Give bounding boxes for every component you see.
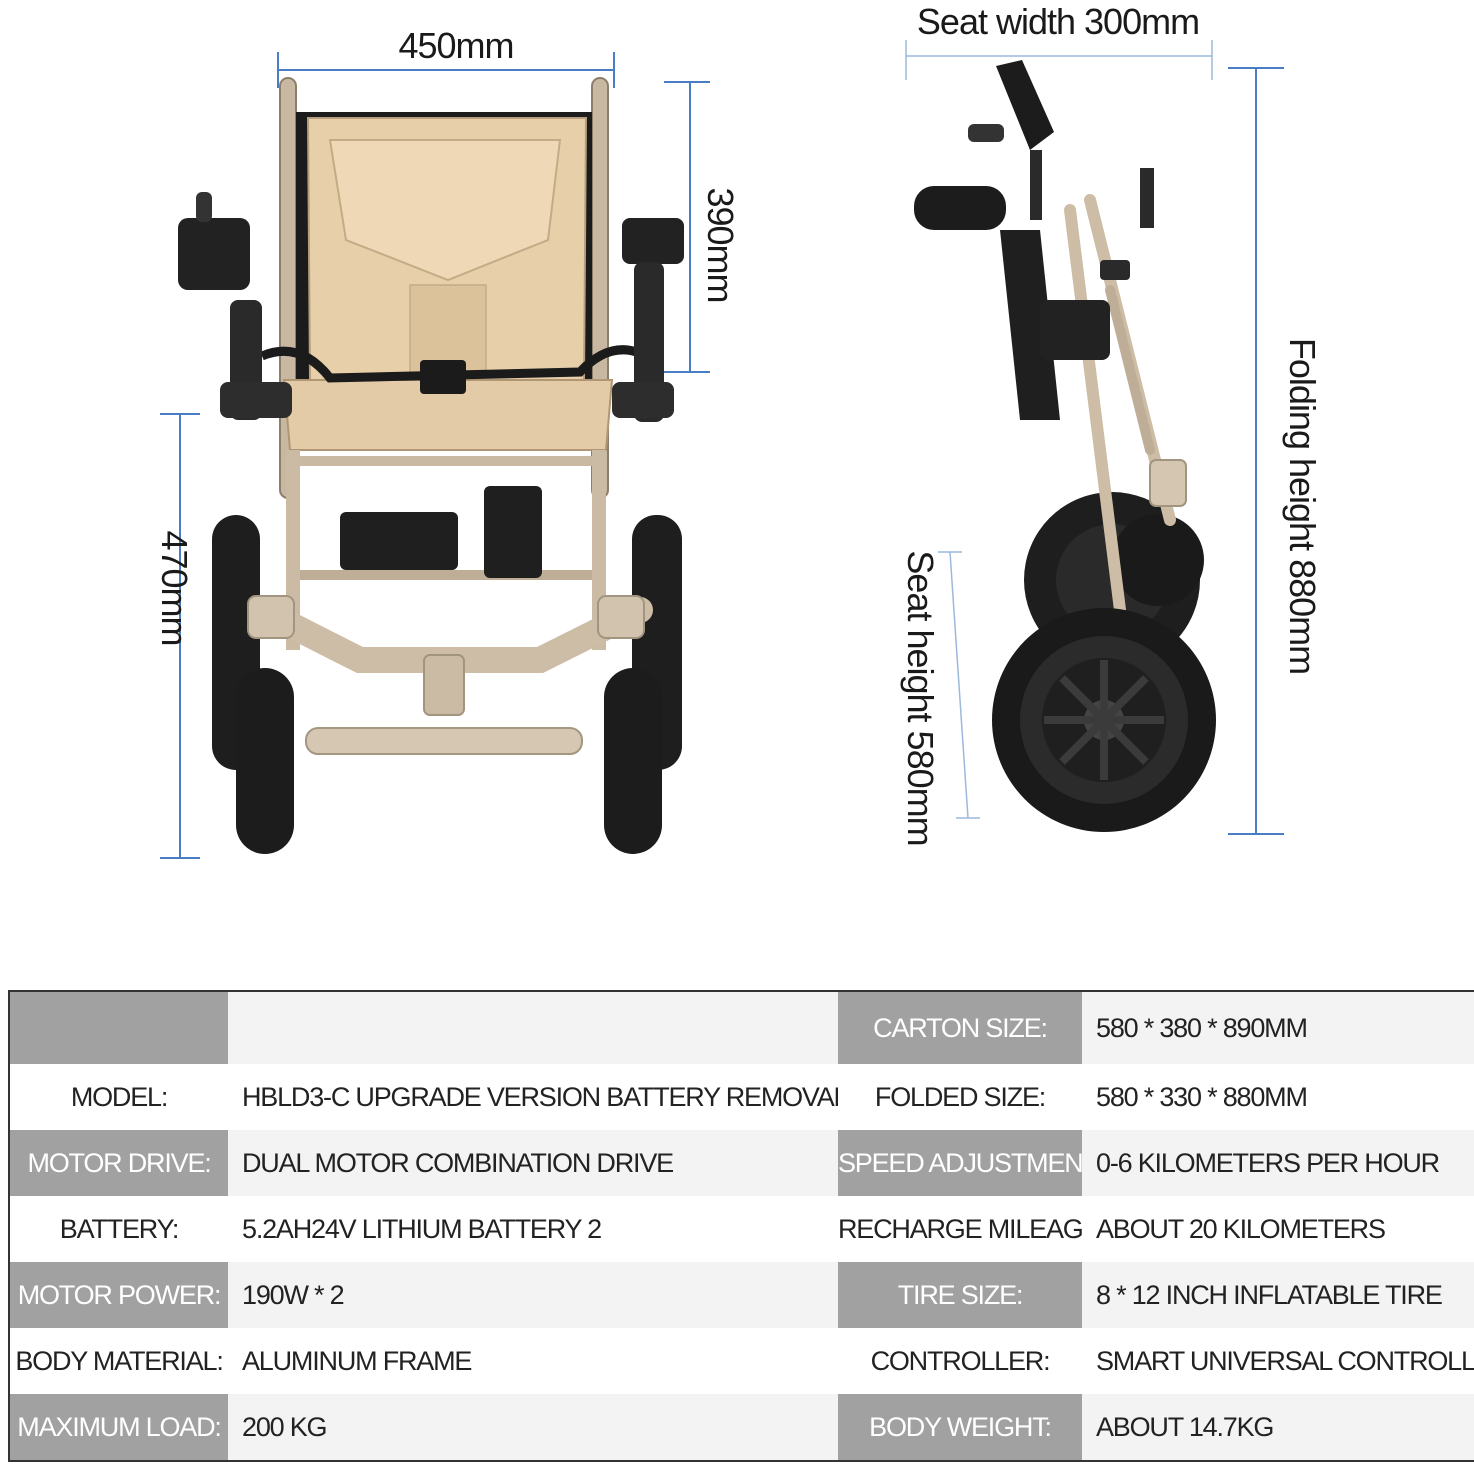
dim-back-height: 390mm [700, 187, 741, 302]
dimension-470mm: 470mm [154, 413, 200, 859]
dimension-seat-height: Seat height 580mm [900, 550, 980, 846]
spec-value: 0-6 KILOMETERS PER HOUR [1082, 1130, 1474, 1196]
spec-value: 580 * 330 * 880MM [1082, 1064, 1474, 1130]
spec-label: BATTERY: [9, 1196, 228, 1262]
spec-label: MOTOR POWER: [9, 1262, 228, 1328]
spec-value: 200 KG [228, 1394, 838, 1461]
dimension-folding-height: Folding height 880mm [1228, 67, 1323, 835]
spec-row: MODEL: HBLD3-C UPGRADE VERSION BATTERY R… [9, 1064, 1474, 1130]
spec-label: SPEED ADJUSTMENT: [838, 1130, 1082, 1196]
spec-label: RECHARGE MILEAGE: [838, 1196, 1082, 1262]
spec-label: FOLDED SIZE: [838, 1064, 1082, 1130]
spec-table: CARTON SIZE: 580 * 380 * 890MM MODEL: HB… [8, 990, 1474, 1462]
spec-label: BODY MATERIAL: [9, 1328, 228, 1394]
wheelchair-folded-side-view [914, 60, 1216, 832]
spec-label: CONTROLLER: [838, 1328, 1082, 1394]
dim-seat-width: Seat width 300mm [917, 1, 1199, 42]
dim-front-width: 450mm [398, 25, 513, 66]
dim-folding-height: Folding height 880mm [1282, 338, 1323, 674]
spec-label: MOTOR DRIVE: [9, 1130, 228, 1196]
spec-row: CARTON SIZE: 580 * 380 * 890MM [9, 991, 1474, 1064]
spec-label: BODY WEIGHT: [838, 1394, 1082, 1461]
spec-row: MAXIMUM LOAD: 200 KG BODY WEIGHT: ABOUT … [9, 1394, 1474, 1461]
dimension-390mm: 390mm [664, 81, 741, 373]
spec-row: BODY MATERIAL: ALUMINUM FRAME CONTROLLER… [9, 1328, 1474, 1394]
spec-value: HBLD3-C UPGRADE VERSION BATTERY REMOVABL… [228, 1064, 838, 1130]
dimension-seat-width: Seat width 300mm [905, 1, 1213, 80]
spec-value [228, 991, 838, 1064]
spec-label [9, 991, 228, 1064]
spec-label: MAXIMUM LOAD: [9, 1394, 228, 1461]
spec-row: MOTOR DRIVE: DUAL MOTOR COMBINATION DRIV… [9, 1130, 1474, 1196]
spec-row: BATTERY: 5.2AH24V LITHIUM BATTERY 2 RECH… [9, 1196, 1474, 1262]
product-illustration: 450mm 390mm 470mm [154, 1, 1323, 859]
spec-value: DUAL MOTOR COMBINATION DRIVE [228, 1130, 838, 1196]
wheelchair-front-view [178, 77, 684, 854]
spec-value: 5.2AH24V LITHIUM BATTERY 2 [228, 1196, 838, 1262]
dimension-450mm: 450mm [277, 25, 615, 88]
spec-row: MOTOR POWER: 190W * 2 TIRE SIZE: 8 * 12 … [9, 1262, 1474, 1328]
spec-value: 190W * 2 [228, 1262, 838, 1328]
spec-value: 580 * 380 * 890MM [1082, 991, 1474, 1064]
spec-value: SMART UNIVERSAL CONTROLLER [1082, 1328, 1474, 1394]
spec-label: TIRE SIZE: [838, 1262, 1082, 1328]
spec-value: ALUMINUM FRAME [228, 1328, 838, 1394]
spec-value: ABOUT 14.7KG [1082, 1394, 1474, 1461]
spec-value: 8 * 12 INCH INFLATABLE TIRE [1082, 1262, 1474, 1328]
spec-value: ABOUT 20 KILOMETERS [1082, 1196, 1474, 1262]
dim-seat-height: Seat height 580mm [900, 550, 941, 845]
spec-label: MODEL: [9, 1064, 228, 1130]
spec-label: CARTON SIZE: [838, 991, 1082, 1064]
dim-seat-front-height: 470mm [154, 530, 195, 645]
